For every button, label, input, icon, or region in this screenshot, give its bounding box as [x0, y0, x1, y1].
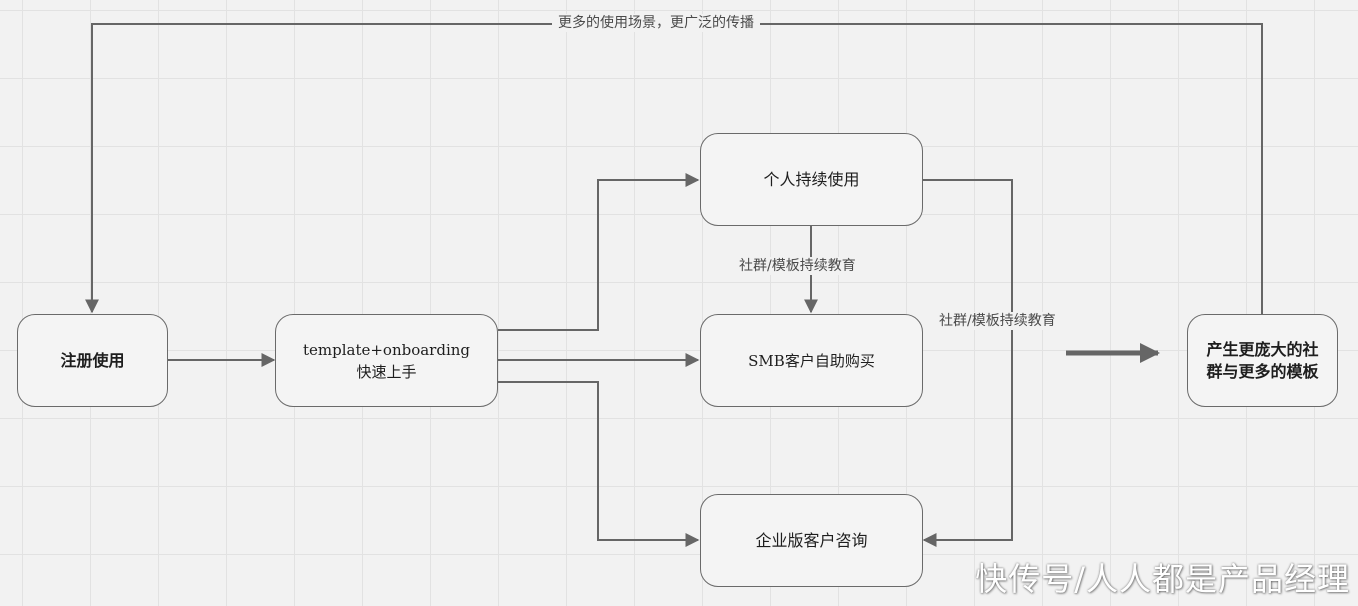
loop-arrow	[85, 23, 1263, 314]
label-edu-middle: 社群/模板持续教育	[735, 257, 860, 275]
node-community-label: 产生更庞大的社 群与更多的模板	[1206, 339, 1319, 381]
label-top-loop: 更多的使用场景，更广泛的传播	[552, 14, 760, 32]
label-edu-right: 社群/模板持续教育	[935, 312, 1060, 330]
watermark-text: 快传号/人人都是产品经理	[975, 560, 1350, 598]
arrow-template-to-personal	[498, 173, 700, 331]
node-community-templates: 产生更庞大的社 群与更多的模板	[1187, 314, 1338, 407]
node-enterprise-label: 企业版客户咨询	[755, 530, 868, 550]
arrow-template-to-enterprise	[498, 381, 700, 547]
node-enterprise-consult: 企业版客户咨询	[700, 494, 923, 587]
arrow-personal-to-enterprise	[922, 179, 1013, 547]
node-register: 注册使用	[17, 314, 168, 407]
node-personal-label: 个人持续使用	[763, 169, 860, 189]
node-template-onboarding: template+onboarding 快速上手	[275, 314, 498, 407]
node-register-label: 注册使用	[60, 350, 125, 370]
node-personal-use: 个人持续使用	[700, 133, 923, 226]
node-smb-purchase: SMB客户自助购买	[700, 314, 923, 407]
node-smb-label: SMB客户自助购买	[748, 351, 875, 370]
node-template-label: template+onboarding 快速上手	[302, 340, 471, 381]
